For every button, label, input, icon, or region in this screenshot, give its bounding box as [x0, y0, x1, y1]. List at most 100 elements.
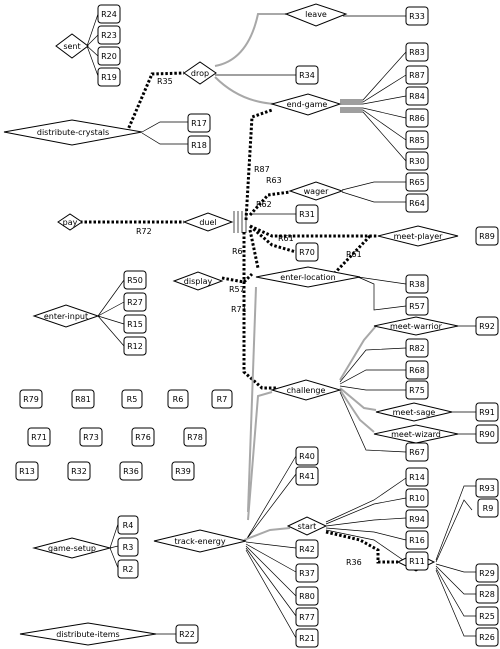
diagram-rule-R18: R18 [187, 135, 211, 155]
diagram-rule-R57: R57 [405, 296, 429, 316]
diagram-action-enter-location: enter-location [255, 266, 361, 288]
svg-text:R57: R57 [409, 302, 425, 311]
svg-text:R23: R23 [101, 31, 117, 40]
svg-text:R90: R90 [479, 430, 495, 439]
svg-text:R29: R29 [479, 569, 495, 578]
diagram-action-pay: pay [57, 213, 83, 231]
svg-text:distribute-items: distribute-items [56, 630, 119, 639]
diagram-rule-R94: R94 [405, 509, 429, 529]
diagram-action-distribute-crystals: distribute-crystals [3, 119, 143, 146]
diagram-action-duel: duel [182, 212, 234, 232]
svg-text:R50: R50 [127, 276, 143, 285]
svg-text:R40: R40 [299, 452, 315, 461]
diagram-rule-R16: R16 [405, 530, 429, 550]
edge-label-R61b: R61 [346, 250, 362, 259]
diagram-action-leave: leave [284, 3, 348, 27]
svg-text:R84: R84 [409, 92, 425, 101]
diagram-rule-R15: R15 [123, 314, 147, 334]
diagram-rule-R89: R89 [475, 226, 499, 246]
diagram-rule-R12: R12 [123, 336, 147, 356]
svg-text:leave: leave [305, 10, 327, 19]
diagram-rule-R84: R84 [405, 86, 429, 106]
diagram-action-drop: drop [183, 61, 217, 85]
diagram-rule-R77: R77 [295, 607, 319, 627]
edge-label-R63: R63 [266, 176, 282, 185]
edge-label-R61a: R61 [278, 234, 294, 243]
diagram-rule-R85: R85 [405, 130, 429, 150]
svg-text:R41: R41 [299, 472, 315, 481]
diagram-rule-R90: R90 [475, 424, 499, 444]
diagram-action-sent: sent [55, 33, 89, 59]
diagram-rule-R82: R82 [405, 338, 429, 358]
edge-label-R35: R35 [157, 77, 173, 86]
svg-text:R37: R37 [299, 569, 315, 578]
diagram-rule-R70: R70 [295, 242, 319, 262]
diagram-action-meet-wizard: meet-wizard [373, 424, 459, 444]
svg-text:R32: R32 [71, 467, 87, 476]
diagram-action-challenge: challenge [270, 379, 342, 401]
svg-text:R2: R2 [123, 565, 134, 574]
diagram-rule-R68: R68 [405, 360, 429, 380]
diagram-rule-R34: R34 [295, 65, 319, 85]
svg-text:R94: R94 [409, 515, 425, 524]
svg-text:R77: R77 [299, 613, 315, 622]
diagram-rule-R28: R28 [475, 584, 499, 604]
svg-text:R93: R93 [479, 484, 495, 493]
diagram-rule-R64: R64 [405, 193, 429, 213]
diagram-rule-R33: R33 [405, 6, 429, 26]
svg-text:R67: R67 [409, 448, 425, 457]
diagram-rule-R9: R9 [477, 498, 499, 518]
svg-text:R9: R9 [483, 504, 494, 513]
edge-label-R71: R71 [231, 305, 247, 314]
diagram-rule-R26: R26 [475, 627, 499, 647]
svg-text:track-energy: track-energy [174, 537, 225, 546]
svg-text:R5: R5 [127, 395, 138, 404]
svg-text:R6: R6 [173, 395, 184, 404]
svg-text:R33: R33 [409, 12, 425, 21]
diagram-rule-R20: R20 [97, 46, 121, 66]
svg-text:R11: R11 [409, 557, 425, 566]
diagram-rule-R24: R24 [97, 4, 121, 24]
diagram-rule-R3: R3 [117, 537, 139, 557]
edge-label-R87: R87 [254, 165, 270, 174]
diagram-action-display: display [172, 271, 224, 291]
svg-text:enter-location: enter-location [280, 273, 335, 282]
svg-text:R83: R83 [409, 48, 425, 57]
diagram-rule-R91: R91 [475, 402, 499, 422]
edge-label-R62: R62 [256, 200, 272, 209]
diagram-action-meet-sage: meet-sage [375, 402, 453, 422]
svg-text:R75: R75 [409, 386, 425, 395]
diagram-rule-R5: R5 [121, 389, 143, 409]
svg-text:end-game: end-game [287, 100, 328, 109]
diagram-rule-R75: R75 [405, 380, 429, 400]
diagram-rule-R17: R17 [187, 113, 211, 133]
diagram-rule-R14: R14 [405, 467, 429, 487]
diagram-rule-R2: R2 [117, 559, 139, 579]
svg-text:R15: R15 [127, 320, 143, 329]
svg-text:R31: R31 [299, 210, 315, 219]
svg-text:R80: R80 [299, 592, 315, 601]
diagram-rule-R11: R11 [405, 551, 429, 571]
svg-text:R92: R92 [479, 322, 495, 331]
diagram-rule-R37: R37 [295, 563, 319, 583]
svg-text:R17: R17 [191, 119, 207, 128]
svg-text:R25: R25 [479, 612, 495, 621]
diagram-action-meet-warrior: meet-warrior [373, 316, 459, 336]
edges [80, 13, 478, 639]
diagram-rule-R21: R21 [295, 628, 319, 648]
svg-text:R24: R24 [101, 10, 117, 19]
diagram-rule-R32: R32 [67, 461, 91, 481]
diagram-rule-R42: R42 [295, 539, 319, 559]
diagram-rule-R83: R83 [405, 42, 429, 62]
diagram-action-track-energy: track-energy [153, 529, 247, 553]
svg-text:R82: R82 [409, 344, 425, 353]
svg-text:challenge: challenge [287, 386, 326, 395]
edge-label-R72: R72 [136, 227, 152, 236]
svg-text:meet-warrior: meet-warrior [390, 322, 443, 331]
diagram-action-game-setup: game-setup [32, 537, 112, 559]
diagram-rule-R41: R41 [295, 466, 319, 486]
svg-text:duel: duel [199, 218, 216, 227]
svg-text:meet-wizard: meet-wizard [391, 430, 441, 439]
svg-text:R26: R26 [479, 633, 495, 642]
